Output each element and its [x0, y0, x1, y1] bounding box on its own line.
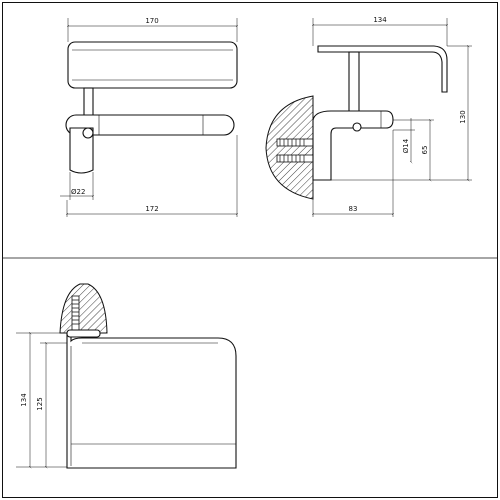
side-view: 134 83 130 65 Ø14	[265, 16, 472, 217]
anchor-screw-upper	[276, 138, 314, 147]
dim-label-134-front: 134	[20, 393, 28, 407]
front-view: 134 125	[16, 283, 237, 469]
side-view-arm	[312, 110, 394, 181]
dim-label-83: 83	[349, 205, 358, 213]
top-view-screw	[82, 127, 94, 139]
dim-label-125: 125	[36, 397, 44, 410]
side-view-screw	[352, 122, 362, 132]
top-view-shelf	[67, 41, 238, 89]
front-view-body	[66, 332, 237, 469]
dim-label-172: 172	[145, 205, 158, 213]
top-view-mount	[69, 127, 94, 174]
side-view-wall	[265, 95, 314, 200]
front-view-anchor	[71, 295, 80, 332]
front-view-wall	[59, 283, 108, 334]
front-view-cap	[66, 329, 101, 338]
side-view-shelf	[317, 45, 448, 93]
dim-label-170: 170	[145, 17, 158, 25]
anchor-screw-lower	[276, 154, 314, 163]
dim-label-d22: Ø22	[71, 188, 85, 196]
dim-label-d14: Ø14	[402, 138, 410, 153]
top-view-arm	[65, 114, 235, 136]
dim-label-134-side: 134	[373, 16, 387, 24]
dim-label-65: 65	[421, 146, 429, 155]
dim-label-130: 130	[459, 110, 467, 123]
top-view: 170 Ø22 172	[60, 17, 237, 217]
side-view-post	[348, 51, 360, 119]
